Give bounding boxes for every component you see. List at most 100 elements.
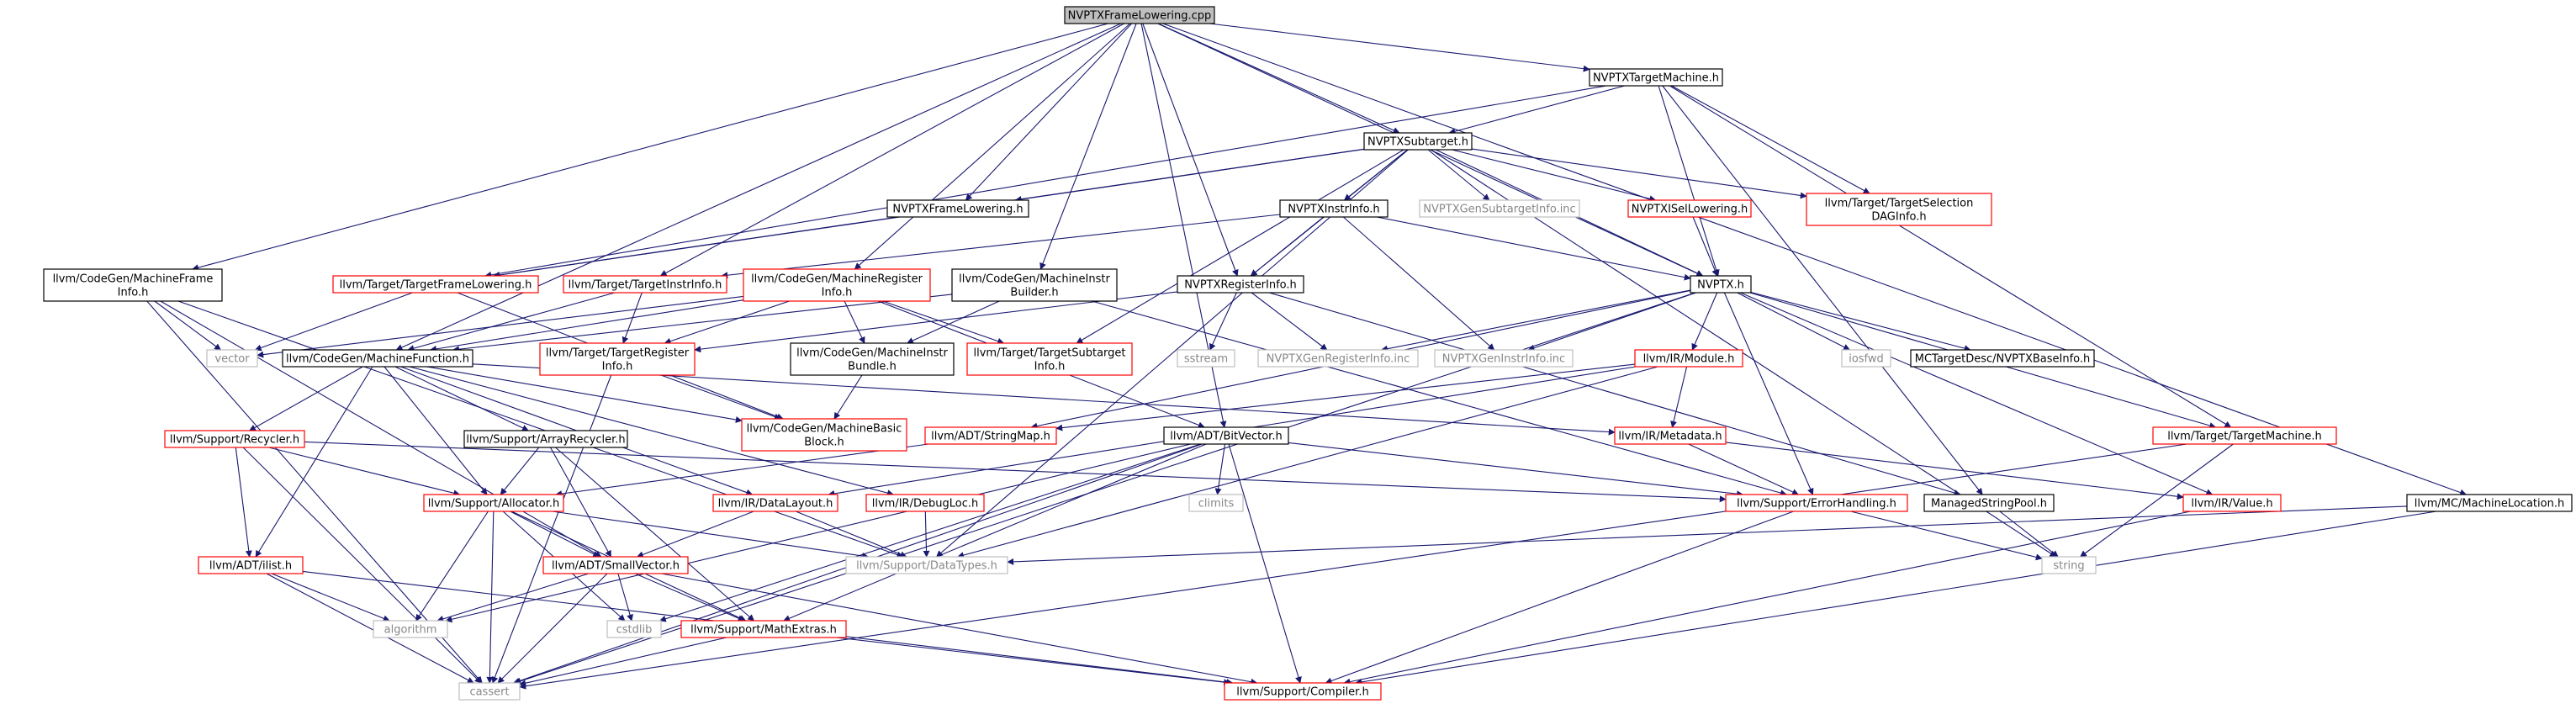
node-box — [743, 268, 931, 302]
edge-instr-info-to-nvptx-h — [1376, 216, 1691, 281]
node-box — [2152, 426, 2337, 445]
edge-recycler-to-ilist — [235, 447, 252, 558]
node-ir-value[interactable]: llvm/IR/Value.h — [2182, 494, 2282, 512]
node-label: Info.h — [602, 361, 633, 373]
edge-root-to-register-info — [1142, 23, 1239, 277]
node-label: llvm/IR/Metadata.h — [1618, 431, 1722, 443]
edge-register-info-to-gen-register-inc — [1251, 292, 1328, 351]
node-data-layout[interactable]: llvm/IR/DataLayout.h — [712, 494, 838, 512]
dependency-nodes: NVPTXFrameLowering.cppNVPTXTargetMachine… — [43, 6, 2573, 701]
node-label: NVPTXISelLowering.h — [1632, 204, 1748, 216]
node-instr-info[interactable]: NVPTXInstrInfo.h — [1279, 199, 1389, 218]
node-target-target-machine[interactable]: llvm/Target/TargetMachine.h — [2152, 426, 2337, 445]
node-isel-lowering[interactable]: NVPTXISelLowering.h — [1627, 199, 1752, 218]
edge-error-handling-to-string — [1850, 511, 2043, 561]
edge-root-to-machine-instr-builder — [1039, 23, 1137, 270]
node-box — [924, 426, 1057, 445]
edge-small-vector-to-math-extras — [634, 573, 745, 622]
node-target-machine[interactable]: NVPTXTargetMachine.h — [1589, 68, 1723, 87]
node-label: llvm/MC/MachineLocation.h — [2415, 498, 2564, 511]
node-register-info[interactable]: NVPTXRegisterInfo.h — [1177, 275, 1304, 294]
node-box — [463, 430, 628, 448]
node-target-frame-lowering[interactable]: llvm/Target/TargetFrameLowering.h — [332, 275, 539, 294]
node-frame-lowering-h[interactable]: NVPTXFrameLowering.h — [886, 199, 1029, 218]
edge-machine-function-to-ilist — [255, 366, 373, 558]
node-label: llvm/Support/Recycler.h — [170, 434, 299, 447]
node-target-instr-info[interactable]: llvm/Target/TargetInstrInfo.h — [563, 275, 727, 294]
node-error-handling[interactable]: llvm/Support/ErrorHandling.h — [1725, 494, 1908, 512]
node-box — [1690, 275, 1752, 294]
node-nvptx-h[interactable]: NVPTX.h — [1690, 275, 1752, 294]
node-ir-metadata[interactable]: llvm/IR/Metadata.h — [1614, 426, 1727, 445]
edge-ir-metadata-to-ir-value — [1725, 442, 2184, 500]
node-managed-string-pool[interactable]: ManagedStringPool.h — [1923, 494, 2055, 512]
node-box — [1177, 275, 1304, 294]
edge-register-info-to-sstream — [1209, 292, 1237, 351]
edge-machine-function-to-array-recycler — [394, 366, 529, 431]
node-box — [712, 494, 838, 512]
node-box — [606, 620, 662, 638]
edge-ir-module-to-ir-metadata — [1670, 366, 1688, 428]
edge-machine-register-info-to-target-register-info — [664, 300, 790, 345]
node-label: llvm/Support/ErrorHandling.h — [1737, 498, 1896, 511]
edge-target-machine-to-target-target-machine — [1669, 85, 2232, 428]
node-box — [423, 494, 564, 512]
node-iosfwd: iosfwd — [1841, 349, 1891, 368]
edge-nvptx-h-to-gen-register-inc — [1380, 289, 1691, 352]
edge-root-to-machine-frame-info — [192, 23, 1108, 271]
edge-isel-lowering-to-nvptx-h — [1692, 216, 1718, 277]
edge-target-frame-lowering-to-vector — [254, 292, 413, 352]
node-ilist[interactable]: llvm/ADT/ilist.h — [198, 556, 304, 574]
node-box — [563, 275, 727, 294]
node-box — [1627, 199, 1752, 218]
node-vector: vector — [206, 349, 258, 368]
node-label: Info.h — [1034, 361, 1066, 373]
edge-array-recycler-to-allocator — [500, 447, 540, 495]
node-box — [1589, 68, 1723, 87]
edge-ir-value-to-compiler — [1343, 511, 2191, 685]
node-label: llvm/IR/DataLayout.h — [718, 498, 833, 511]
node-allocator[interactable]: llvm/Support/Allocator.h — [423, 494, 564, 512]
node-recycler[interactable]: llvm/Support/Recycler.h — [164, 430, 305, 448]
node-label: llvm/Support/Allocator.h — [428, 498, 560, 511]
node-string-map[interactable]: llvm/ADT/StringMap.h — [924, 426, 1057, 445]
node-small-vector[interactable]: llvm/ADT/SmallVector.h — [542, 556, 689, 574]
node-base-info[interactable]: MCTargetDesc/NVPTXBaseInfo.h — [1910, 349, 2095, 368]
edge-debug-loc-to-data-types — [923, 511, 930, 558]
node-machine-function[interactable]: llvm/CodeGen/MachineFunction.h — [282, 349, 473, 368]
edge-subtarget-to-string — [1431, 149, 2057, 558]
edge-target-machine-to-managed-string-pool — [1662, 85, 1983, 495]
edge-root-to-target-instr-info — [659, 23, 1124, 277]
node-root[interactable]: NVPTXFrameLowering.cpp — [1064, 6, 1215, 24]
node-label: llvm/Target/TargetSelection — [1825, 198, 1974, 210]
node-array-recycler[interactable]: llvm/Support/ArrayRecycler.h — [463, 430, 628, 448]
node-compiler[interactable]: llvm/Support/Compiler.h — [1224, 682, 1382, 701]
node-label: llvm/ADT/ilist.h — [209, 560, 292, 573]
edge-small-vector-to-cassert — [497, 573, 608, 684]
edge-machine-frame-info-to-small-vector — [160, 300, 602, 558]
node-machine-location[interactable]: llvm/MC/MachineLocation.h — [2406, 494, 2573, 512]
node-label: llvm/Support/MathExtras.h — [690, 624, 837, 637]
edge-nvptx-h-to-iosfwd — [1737, 292, 1851, 351]
node-box — [206, 349, 258, 368]
node-math-extras[interactable]: llvm/Support/MathExtras.h — [680, 620, 847, 638]
node-label: NVPTXGenInstrInfo.inc — [1442, 353, 1565, 366]
node-debug-loc[interactable]: llvm/IR/DebugLoc.h — [865, 494, 985, 512]
node-label: ManagedStringPool.h — [1931, 498, 2047, 511]
node-ir-module[interactable]: llvm/IR/Module.h — [1634, 349, 1743, 368]
node-bit-vector[interactable]: llvm/ADT/BitVector.h — [1163, 426, 1289, 445]
edge-error-handling-to-compiler — [1325, 511, 1794, 685]
edge-math-extras-to-compiler — [836, 637, 1231, 686]
edge-frame-lowering-h-to-target-frame-lowering — [493, 216, 901, 278]
node-box — [2182, 494, 2282, 512]
node-subtarget[interactable]: NVPTXSubtarget.h — [1363, 132, 1473, 151]
edge-math-extras-to-cassert — [519, 637, 727, 687]
